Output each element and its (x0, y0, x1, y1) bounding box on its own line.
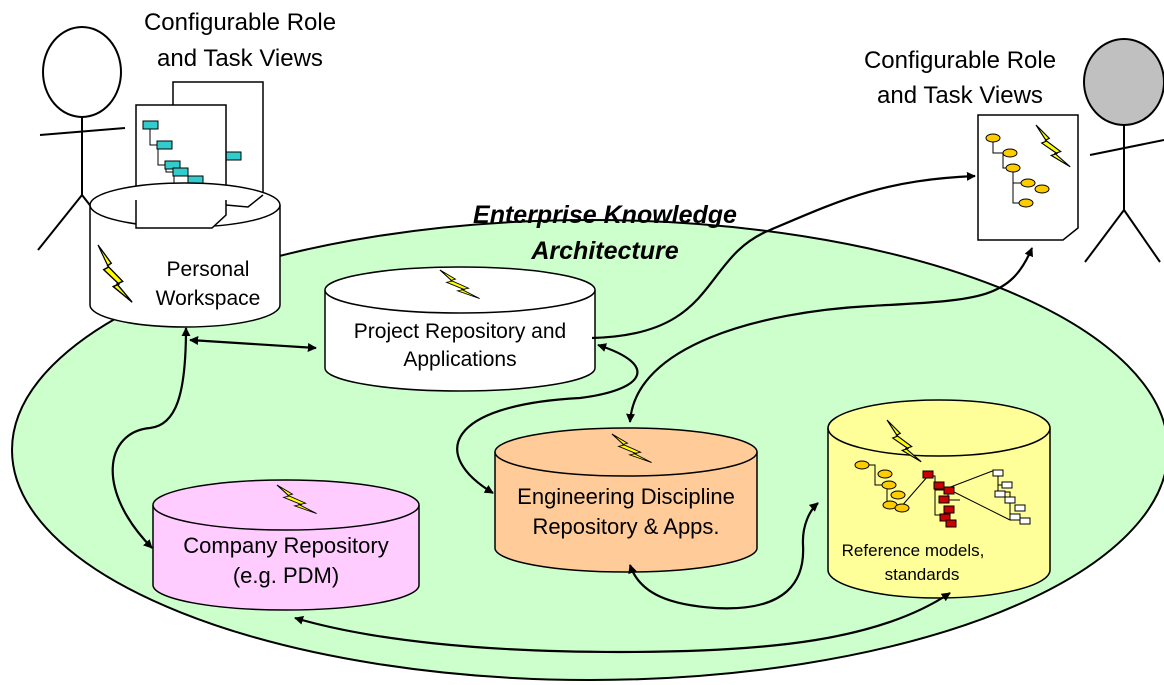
personal-label-line1: Personal (167, 258, 250, 281)
engineering-label-line1: Engineering Discipline (517, 484, 735, 509)
reference-label-line1: Reference models, (842, 541, 985, 560)
project-label-line2: Applications (403, 348, 516, 371)
project-repository: Project Repository and Applications (324, 266, 596, 392)
company-label-line2: (e.g. PDM) (233, 563, 339, 588)
left-stick-figure-icon (37, 26, 126, 251)
diagram-title-line1: Enterprise Knowledge (473, 201, 737, 229)
arrow-personal-company (111, 327, 191, 549)
right-caption-line2: and Task Views (877, 82, 1043, 109)
company-label-line1: Company Repository (183, 533, 388, 558)
personal-workspace-repository: Personal Workspace (89, 182, 281, 328)
right-document-icon (977, 114, 1079, 241)
personal-label-line2: Workspace (156, 287, 261, 310)
arrow-personal-project (189, 336, 317, 352)
arrow-rightview-engineering (626, 247, 1034, 423)
arrow-company-reference (294, 592, 951, 654)
left-caption-line2: and Task Views (157, 45, 323, 72)
right-caption-line1: Configurable Role (864, 47, 1056, 74)
left-caption-line1: Configurable Role (144, 9, 336, 36)
reference-model-tree-icon (854, 460, 1031, 528)
diagram-title-line2: Architecture (530, 237, 678, 265)
engineering-discipline-repository: Engineering Discipline Repository & Apps… (494, 427, 758, 573)
reference-models-repository: Reference models, standards (827, 399, 1051, 599)
right-stick-figure-icon (1083, 38, 1164, 263)
reference-label-line2: standards (885, 565, 960, 584)
company-repository: Company Repository (e.g. PDM) (152, 479, 420, 611)
engineering-label-line2: Repository & Apps. (532, 514, 719, 539)
project-label-line1: Project Repository and (354, 320, 566, 343)
